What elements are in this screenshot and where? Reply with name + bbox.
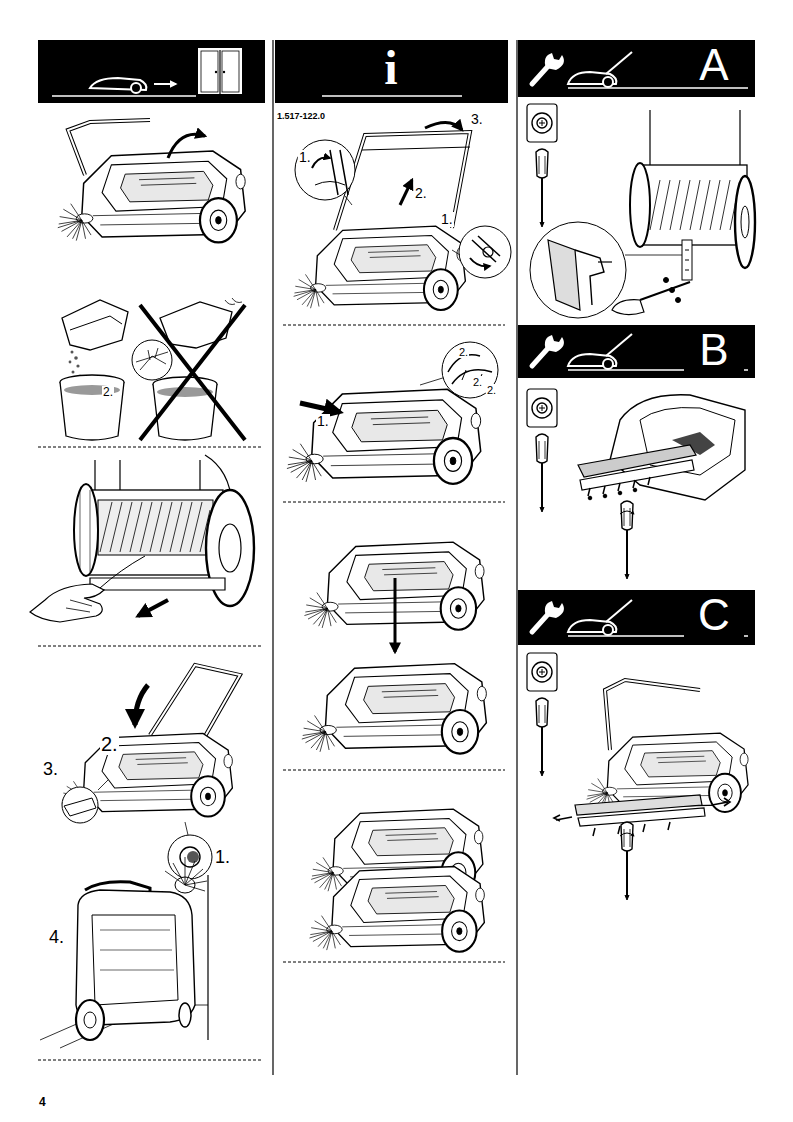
sweeper-folding — [62, 665, 240, 879]
maintenance-b — [527, 389, 745, 579]
maintenance-c — [527, 653, 748, 900]
sweeper-open-lid — [58, 120, 245, 242]
step-number: 1. — [316, 414, 330, 429]
header-band: B — [684, 328, 744, 372]
header-letter: A — [699, 43, 728, 87]
header-bars — [38, 40, 755, 645]
step-number: 2. — [486, 384, 497, 396]
step-number: 2. — [100, 733, 119, 755]
step-number: 2. — [458, 346, 469, 358]
step-number: 1. — [440, 212, 454, 227]
header-band: A — [684, 43, 744, 87]
handle-assembly — [294, 122, 511, 309]
column-divider — [273, 40, 517, 1075]
step-number: 3. — [42, 760, 59, 780]
step-number: 4. — [48, 928, 65, 948]
brush-thread-removal — [30, 455, 254, 622]
header-letter: C — [698, 593, 730, 637]
section-separator — [38, 325, 505, 1060]
sweeper-lid-close — [287, 342, 498, 484]
header-band: i — [368, 44, 414, 92]
emptying-container — [60, 298, 245, 440]
sweeper-stacking — [302, 542, 487, 754]
header-band: C — [684, 593, 744, 637]
step-number: 1. — [214, 848, 231, 868]
step-number: 2. — [414, 186, 428, 201]
page-number: 4 — [38, 1096, 47, 1109]
part-number: 1.517-122.0 — [276, 112, 326, 122]
sweeper-stacked — [309, 809, 484, 952]
step-number: 3. — [470, 112, 484, 127]
step-number: 2. — [472, 376, 483, 388]
step-number: 2. — [102, 386, 114, 399]
step-number: 1. — [298, 150, 312, 165]
header-letter: i — [384, 44, 397, 92]
sweeper-stored-upright — [40, 857, 208, 1048]
maintenance-a — [527, 104, 755, 318]
header-letter: B — [699, 328, 728, 372]
